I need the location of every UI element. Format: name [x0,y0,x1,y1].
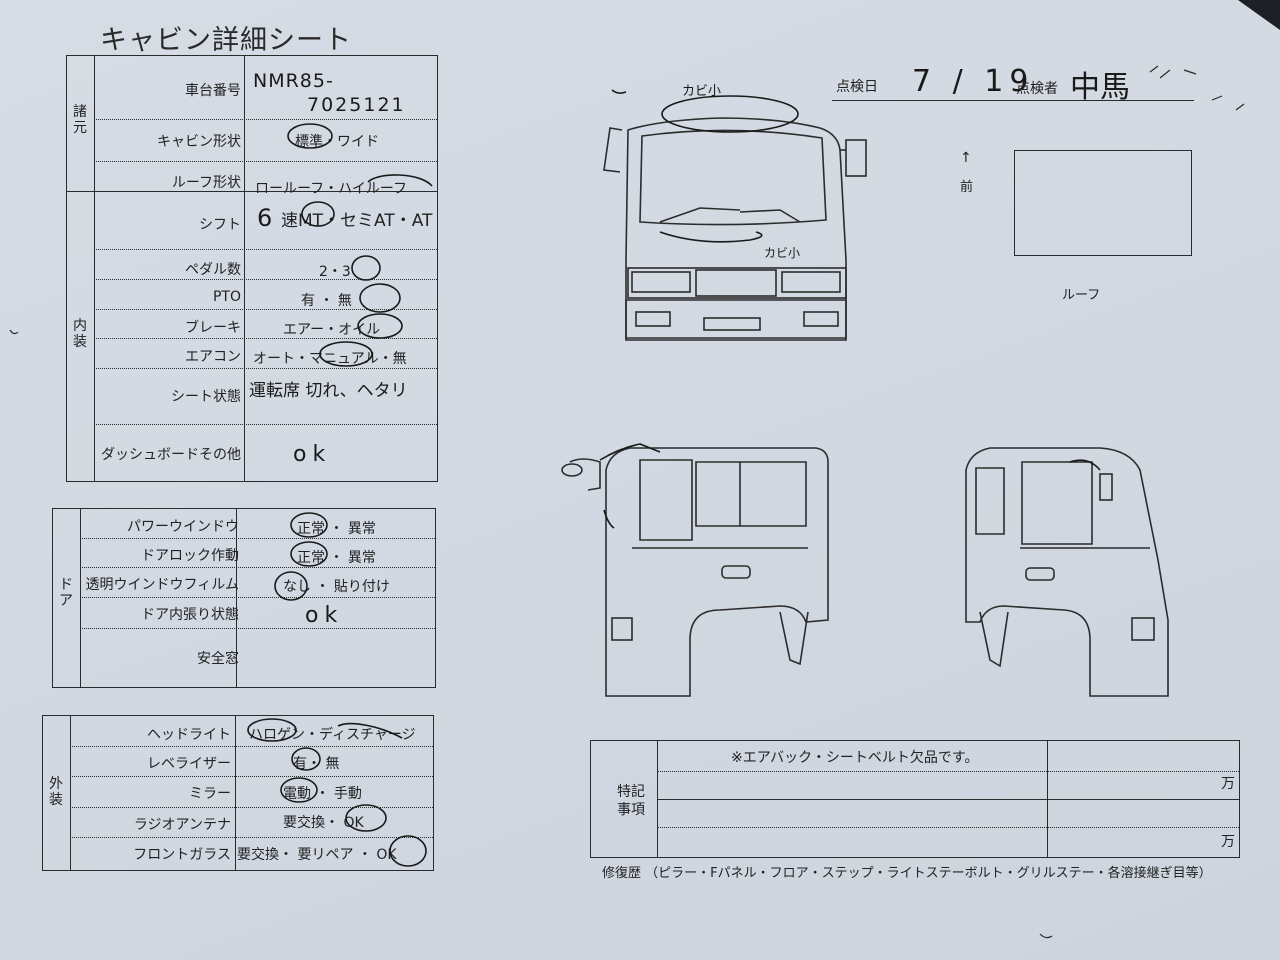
door-trim-value: ok [305,603,344,628]
label-pto: PTO [212,289,241,305]
roof-shape-options: ロールーフ・ハイルーフ [255,181,408,197]
pto-options: 有 ・ 無 [301,293,352,309]
row-divider [70,776,433,777]
section-label-interior: 内装 [73,318,87,351]
row-divider [80,597,435,598]
row-divider [94,368,437,369]
label-roof-shape: ルーフ形状 [171,175,241,191]
label-headlight: ヘッドライト [147,727,231,743]
label-pedals: ペダル数 [185,262,241,278]
row-divider [94,279,437,280]
row-divider [80,567,435,568]
chassis-number-value-2: 7025121 [307,94,406,116]
label-cabin-shape: キャビン形状 [157,134,241,150]
row-divider [70,807,433,808]
roof-diagram-box [1014,150,1192,256]
door-lock-options: 正常 ・ 異常 [297,550,376,566]
row-divider [94,338,437,339]
mirror-options: 電動 ・ 手動 [283,786,362,802]
inspector-label: 点検者 [1016,81,1058,97]
special-notes-table: 特記事項 ※エアバック・シートベルト欠品です。 万 万 [590,740,1240,858]
row-divider [94,309,437,310]
section-label-exterior: 外装 [49,776,63,809]
row-divider [94,119,437,120]
exterior-form: 外装 ヘッドライト レベライザー ミラー ラジオアンテナ フロントガラス ハロゲ… [42,715,434,871]
label-seat-condition: シート状態 [171,389,241,405]
dashboard-value: ok [293,442,332,467]
label-door-trim: ドア内張り状態 [141,607,239,623]
row-divider [70,746,433,747]
label-dashboard: ダッシュボードその他 [101,447,241,463]
label-aircon: エアコン [185,349,241,365]
headlight-options: ハロゲン・ディスチャージ [249,727,416,743]
seat-condition-value: 運転席 切れ、ヘタリ [249,381,408,401]
pedal-options: 2・3 [319,264,351,280]
column-divider [236,509,237,687]
row-divider [94,161,437,162]
section-label-specs: 諸元 [73,104,87,137]
notes-row-divider [657,827,1239,828]
spec-interior-form: 諸元 内装 車台番号 キャビン形状 ルーフ形状 シフト ペダル数 PTO ブレー… [66,55,438,482]
notes-unit-1: 万 [1221,776,1235,792]
notes-row-divider [657,799,1239,800]
section-column [43,716,71,870]
label-brake: ブレーキ [185,320,241,336]
notes-unit-2: 万 [1221,834,1235,850]
notes-section-label: 特記事項 [617,784,645,819]
column-divider [244,56,245,481]
radio-antenna-options: 要交換・ OK [283,815,364,831]
label-window-film: 透明ウインドウフィルム [85,577,239,593]
label-radio-antenna: ラジオアンテナ [133,817,231,833]
label-leveler: レベライザー [147,756,231,772]
label-mirror: ミラー [189,786,231,802]
brake-options: エアー・オイル [283,322,381,338]
cabin-shape-options: 標準・ワイド [295,134,379,150]
label-power-window: パワーウインドウ [127,519,239,535]
label-shift: シフト [199,217,241,233]
row-divider [94,424,437,425]
windshield-options: 要交換・ 要リペア ・ OK [237,847,397,863]
front-bumper-note: カビ小 [764,246,801,260]
label-door-lock: ドアロック作動 [141,548,239,564]
notes-row-divider [657,771,1239,772]
column-divider [235,716,236,870]
section-column [53,509,81,687]
label-chassis-number: 車台番号 [185,83,241,99]
shift-hand-value: 6 [257,204,273,232]
row-divider [94,191,437,192]
inspection-date-value: 7 / 19 [912,64,1035,99]
door-form: ドア パワーウインドウ ドアロック作動 透明ウインドウフィルム ドア内張り状態 … [52,508,436,688]
front-arrow-icon: ↑ [960,150,972,166]
leveler-options: 有・ 無 [293,756,340,772]
label-safety-window: 安全窓 [197,651,239,667]
aircon-options: オート・マニュアル・無 [253,351,407,367]
front-arrow-label: 前 [960,180,974,195]
inspector-value: 中馬 [1070,70,1130,105]
roof-label: ルーフ [1062,288,1101,303]
notes-line-1: ※エアバック・シートベルト欠品です。 [731,750,979,766]
label-windshield: フロントガラス [133,847,231,863]
front-top-note: カビ小 [682,84,722,99]
row-divider [94,249,437,250]
inspection-date-label: 点検日 [836,79,878,95]
repair-history-text: 修復歴 （ピラー・Fパネル・フロア・ステップ・ライトステーボルト・グリルステー・… [602,866,1212,881]
chassis-number-value: NMR85- [253,70,334,92]
row-divider [80,538,435,539]
window-film-options: なし ・ 貼り付け [283,579,390,595]
row-divider [80,628,435,629]
row-divider [70,837,433,838]
header-underline [832,100,1194,101]
section-label-door: ドア [59,577,73,610]
section-column [67,56,95,481]
page-title: キャビン詳細シート [100,25,352,56]
power-window-options: 正常 ・ 異常 [297,521,376,537]
section-divider [67,191,94,192]
